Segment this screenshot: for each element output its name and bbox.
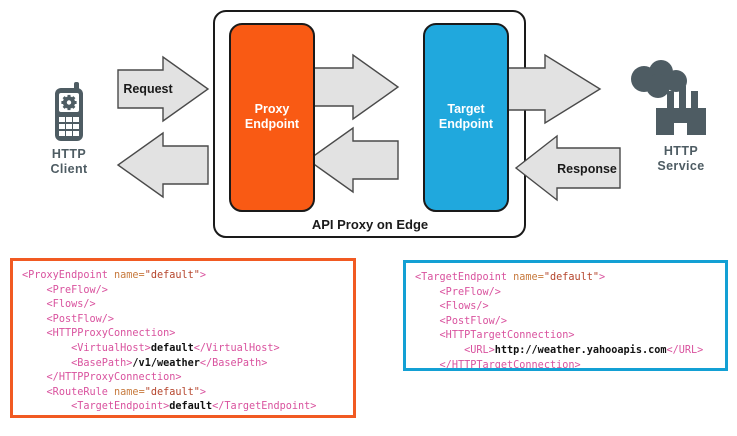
target-endpoint-label-line2: Endpoint	[439, 117, 494, 131]
target-endpoint-code-block: <TargetEndpoint name="default"> <PreFlow…	[403, 260, 728, 371]
request-arrow	[117, 55, 210, 123]
factory-cloud-icon	[631, 60, 706, 135]
service-to-target-arrow	[514, 134, 621, 202]
proxy-endpoint-code-block: <ProxyEndpoint name="default"> <PreFlow/…	[10, 258, 356, 418]
proxy-endpoint-box[interactable]	[229, 23, 315, 212]
proxy-endpoint-label-line2: Endpoint	[245, 117, 300, 131]
api-proxy-diagram: Request Response Proxy Endpoint Target E…	[50, 10, 706, 238]
api-proxy-container-label: API Proxy on Edge	[312, 217, 428, 232]
http-service-node: HTTP Service	[631, 60, 706, 173]
proxy-to-client-arrow	[116, 131, 209, 199]
target-endpoint-node[interactable]: Target Endpoint	[423, 23, 509, 212]
proxy-endpoint-node[interactable]: Proxy Endpoint	[229, 23, 315, 212]
response-arrow-label: Response	[557, 162, 617, 176]
proxy-endpoint-code-text: <ProxyEndpoint name="default"> <PreFlow/…	[22, 270, 317, 413]
http-service-label-line1: HTTP	[664, 144, 698, 158]
target-to-proxy-arrow	[306, 126, 399, 194]
http-client-node: HTTP Client	[50, 82, 88, 176]
proxy-to-target-arrow	[307, 53, 400, 121]
http-client-label-line2: Client	[50, 162, 88, 176]
target-endpoint-box[interactable]	[423, 23, 509, 212]
http-service-label-line2: Service	[657, 159, 704, 173]
mobile-phone-gear-icon	[55, 82, 83, 141]
target-endpoint-label-line1: Target	[447, 102, 485, 116]
request-arrow-label: Request	[123, 82, 173, 96]
proxy-endpoint-label-line1: Proxy	[255, 102, 290, 116]
http-client-label-line1: HTTP	[52, 147, 86, 161]
target-endpoint-code-text: <TargetEndpoint name="default"> <PreFlow…	[415, 272, 704, 371]
